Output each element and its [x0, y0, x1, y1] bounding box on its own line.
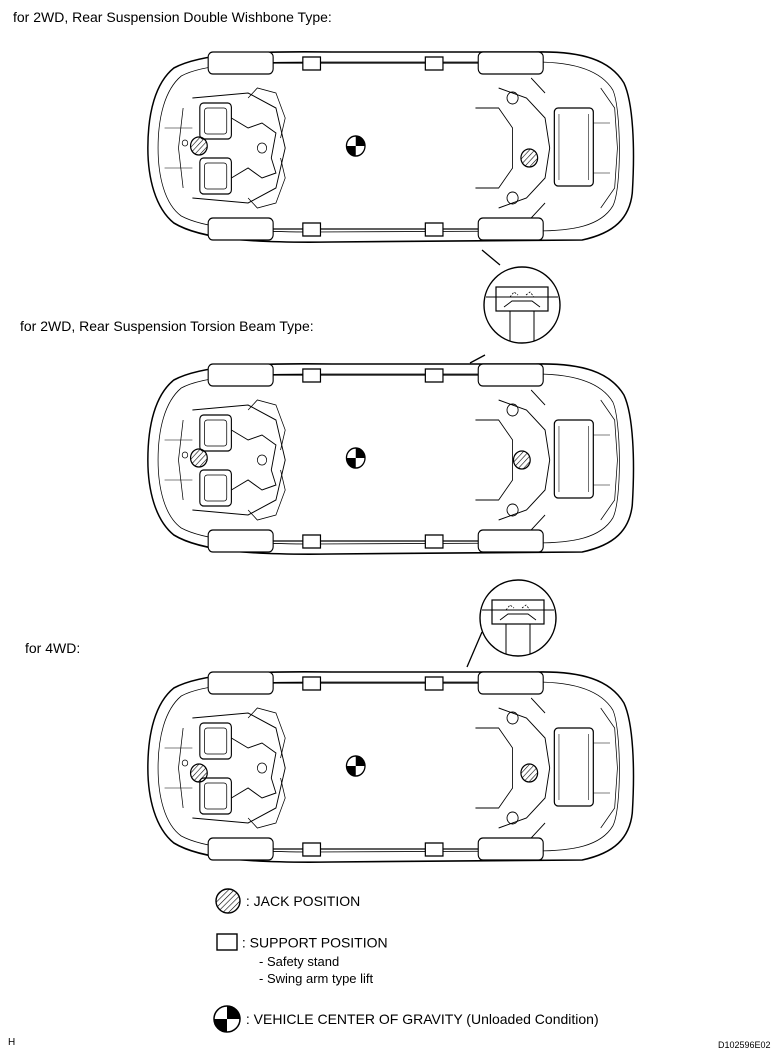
legend-jack: : JACK POSITION: [214, 887, 360, 915]
legend-support: : SUPPORT POSITION - Safety stand - Swin…: [216, 933, 388, 986]
support-position-icon: [216, 933, 238, 951]
car-diagram-double-wishbone: [147, 50, 635, 243]
jack-position-icon: [215, 888, 241, 914]
support-detail-callout-1: [469, 249, 561, 364]
footer-figure-id: D102596E02: [718, 1040, 771, 1050]
jack-point-front-icon: [189, 136, 208, 156]
legend-support-sub-1: - Safety stand: [259, 954, 340, 969]
legend-gravity-label: : VEHICLE CENTER OF GRAVITY (Unloaded Co…: [245, 1011, 599, 1027]
legend-support-sub-2: - Swing arm type lift: [259, 971, 374, 986]
footer-left-code: H: [8, 1037, 16, 1048]
jack-point-front-icon: [189, 448, 208, 468]
center-of-gravity-icon: [213, 1005, 241, 1033]
caption-4wd: for 4WD:: [25, 640, 81, 656]
caption-double-wishbone: for 2WD, Rear Suspension Double Wishbone…: [13, 9, 332, 25]
caption-torsion-beam: for 2WD, Rear Suspension Torsion Beam Ty…: [20, 318, 314, 334]
support-detail-callout-2: [466, 579, 557, 668]
jack-point-front-icon: [189, 763, 208, 783]
legend-gravity: : VEHICLE CENTER OF GRAVITY (Unloaded Co…: [212, 1004, 599, 1034]
car-diagram-torsion-beam: [147, 362, 635, 555]
legend-jack-label: : JACK POSITION: [245, 893, 361, 909]
legend-support-label: : SUPPORT POSITION: [241, 934, 388, 951]
car-diagram-4wd: [147, 670, 635, 863]
jack-point-rear-icon: [520, 148, 539, 168]
jack-point-rear-icon: [512, 450, 531, 470]
jack-point-rear-icon: [520, 763, 539, 783]
